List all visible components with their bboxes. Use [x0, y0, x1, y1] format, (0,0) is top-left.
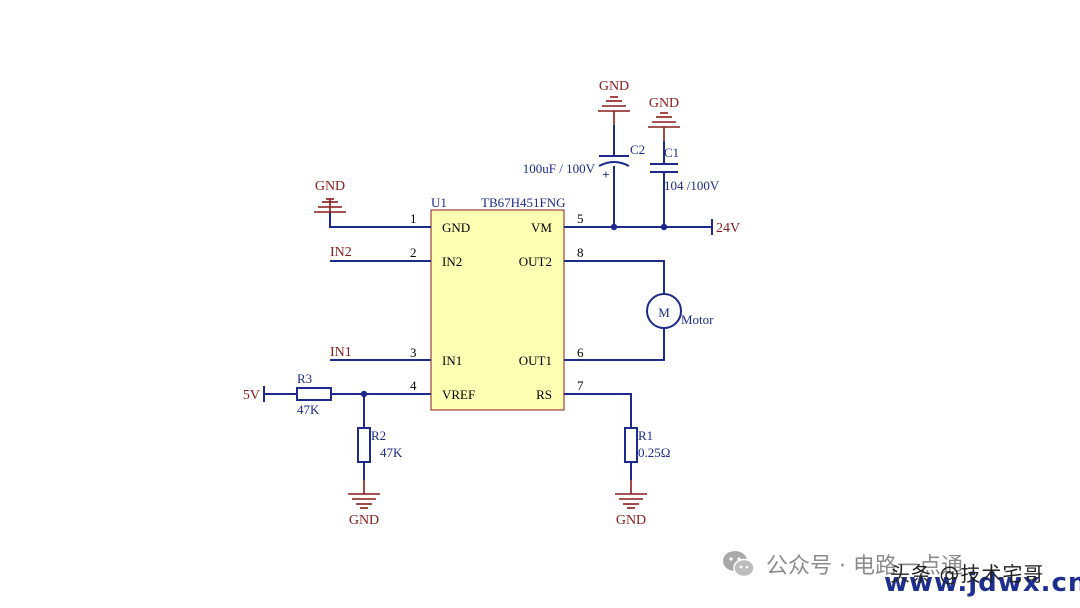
- ground-label-r2: GND: [349, 513, 379, 528]
- pin3-name: IN1: [442, 353, 462, 368]
- c2-polarity-mark: +: [602, 167, 609, 182]
- net-label-in1: IN1: [330, 345, 352, 360]
- pin5-name: VM: [531, 220, 552, 235]
- motor-label: Motor: [681, 312, 714, 327]
- ground-symbol-c1: [648, 112, 680, 141]
- ic-u1-body: [430, 209, 565, 411]
- motor-m-glyph: M: [658, 305, 670, 320]
- pin5-number: 5: [577, 211, 584, 226]
- ground-label-c2: GND: [599, 79, 629, 94]
- ground-label-r1: GND: [616, 513, 646, 528]
- ground-symbol-r1: [615, 480, 647, 509]
- c1-ref: C1: [664, 145, 679, 160]
- ground-label-pin1: GND: [315, 179, 345, 194]
- site-url: www.jdwx.cn: [884, 568, 1080, 598]
- wechat-icon: [723, 551, 755, 578]
- ground-symbol-r2: [348, 480, 380, 509]
- net-label-5v: 5V: [243, 388, 260, 403]
- ground-label-c1: GND: [649, 96, 679, 111]
- pin2-name: IN2: [442, 254, 462, 269]
- r1-value: 0.25Ω: [638, 445, 670, 460]
- motor-symbol: [646, 293, 682, 329]
- pin4-number: 4: [410, 378, 417, 393]
- c2-ref: C2: [630, 142, 645, 157]
- wire-rs-r1: [564, 393, 632, 428]
- wechat-account-text: 公众号 · 电路一点通: [766, 554, 963, 579]
- wechat-watermark: 公众号 · 电路一点通: [722, 548, 963, 580]
- resistor-r3: [296, 387, 332, 401]
- r2-ref: R2: [371, 428, 386, 443]
- wire-out2-motor: [564, 260, 665, 294]
- ic-part-number: TB67H451FNG: [481, 195, 566, 210]
- wire-out1-motor: [564, 328, 665, 361]
- ground-symbol-pin1: [314, 198, 346, 213]
- r3-ref: R3: [297, 371, 312, 386]
- pin1-name: GND: [442, 220, 470, 235]
- r3-value: 47K: [297, 402, 320, 417]
- r2-value: 47K: [380, 445, 403, 460]
- pin4-name: VREF: [442, 387, 475, 402]
- wire-pin1-gnd: [329, 212, 431, 228]
- net-label-24v: 24V: [716, 221, 740, 236]
- capacitor-c2-curved-plate: [598, 161, 630, 167]
- ic-ref: U1: [431, 195, 447, 210]
- resistor-r2: [357, 427, 371, 463]
- pin6-number: 6: [577, 345, 584, 360]
- pin1-number: 1: [410, 211, 417, 226]
- pin7-number: 7: [577, 378, 584, 393]
- pin8-name: OUT2: [519, 254, 552, 269]
- pin2-number: 2: [410, 245, 417, 260]
- pin3-number: 3: [410, 345, 417, 360]
- site-watermark: 头条 @技术宅哥 www.jdwx.cn: [884, 562, 1080, 598]
- net-label-in2: IN2: [330, 245, 352, 260]
- resistor-r1: [624, 427, 638, 463]
- pin6-name: OUT1: [519, 353, 552, 368]
- c1-value: 104 /100V: [664, 178, 720, 193]
- c2-value: 100uF / 100V: [523, 161, 596, 176]
- ground-symbol-c2: [598, 96, 630, 125]
- r1-ref: R1: [638, 428, 653, 443]
- pin7-name: RS: [536, 387, 552, 402]
- pin8-number: 8: [577, 245, 584, 260]
- author-watermark: 头条 @技术宅哥: [890, 562, 1045, 586]
